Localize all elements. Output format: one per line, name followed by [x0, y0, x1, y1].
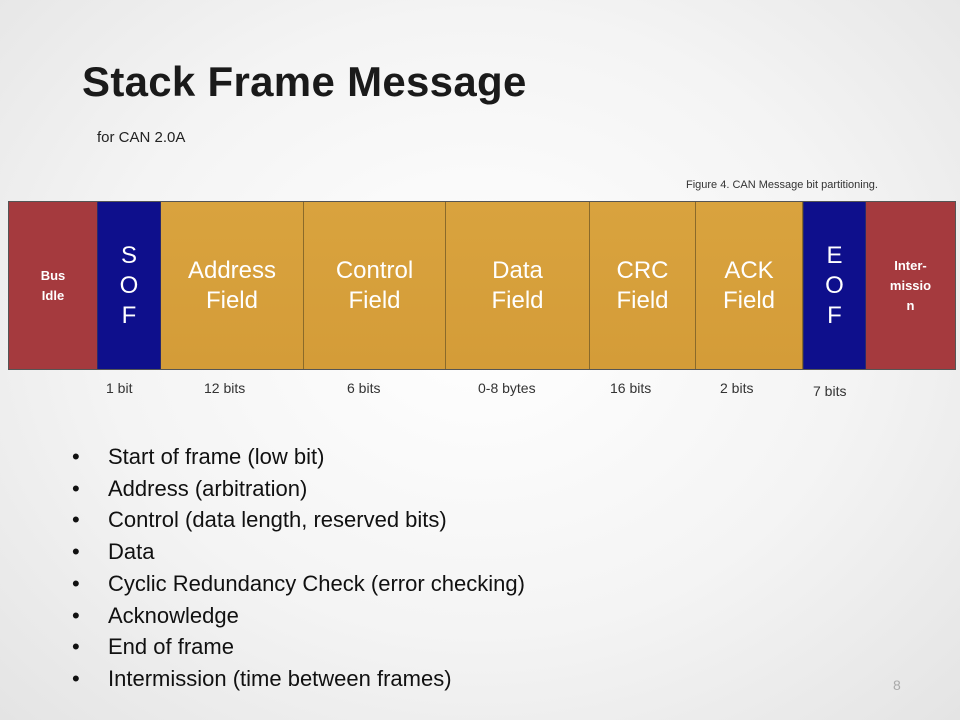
list-item: • Cyclic Redundancy Check (error checking… — [72, 568, 525, 600]
list-item-text: Acknowledge — [108, 602, 239, 628]
list-item: • Data — [72, 536, 525, 568]
figure-caption: Figure 4. CAN Message bit partitioning. — [686, 179, 878, 191]
bullet-list: • Start of frame (low bit) • Address (arbi… — [72, 441, 525, 695]
segment-label: E O F — [825, 241, 844, 329]
list-item: • Intermission (time between frames) — [72, 663, 525, 695]
bit-label-data: 0-8 bytes — [478, 380, 536, 396]
segment-crc-field: CRC Field — [590, 202, 696, 369]
bullet-icon: • — [72, 475, 80, 501]
segment-label: S O F — [119, 241, 139, 329]
segment-label: ACK Field — [722, 256, 776, 314]
segment-address-field: Address Field — [161, 202, 304, 369]
bullet-icon: • — [72, 444, 80, 469]
segment-eof: E O F — [803, 202, 866, 369]
list-item-text: Start of frame (low bit) — [108, 444, 325, 469]
segment-label: CRC Field — [616, 256, 669, 314]
bit-label-control: 6 bits — [347, 380, 381, 396]
segment-intermission: Inter- missio n — [866, 202, 955, 369]
list-item-text: Intermission (time between frames) — [108, 665, 452, 691]
page-title: Stack Frame Message — [82, 58, 527, 105]
bullet-icon: • — [72, 539, 80, 565]
segment-label: Data Field — [491, 256, 544, 314]
bullet-icon: • — [72, 634, 80, 660]
list-item: • Address (arbitration) — [72, 473, 525, 505]
bullet-icon: • — [72, 570, 80, 596]
can-frame-diagram: Bus Idle S O F Address Field Control Fie… — [8, 201, 956, 370]
list-item-text: Cyclic Redundancy Check (error checking) — [108, 570, 525, 596]
segment-data-field: Data Field — [446, 202, 590, 369]
page-number: 8 — [893, 677, 901, 693]
segment-ack-field: ACK Field — [696, 202, 803, 369]
list-item-text: Address (arbitration) — [108, 475, 308, 501]
bit-label-crc: 16 bits — [610, 380, 652, 396]
bit-label-sof: 1 bit — [106, 380, 133, 396]
list-item-text: Control (data length, reserved bits) — [108, 507, 447, 533]
subtitle: for CAN 2.0A — [97, 129, 186, 146]
segment-label: Inter- missio n — [889, 257, 932, 313]
bit-label-address: 12 bits — [204, 380, 246, 396]
segment-label: Control Field — [335, 256, 414, 314]
segment-label: Address Field — [187, 256, 277, 314]
list-item-text: Data — [108, 539, 155, 565]
bit-label-ack: 2 bits — [720, 380, 754, 396]
segment-bus-idle: Bus Idle — [9, 202, 97, 369]
list-item: • Control (data length, reserved bits) — [72, 504, 525, 536]
segment-sof: S O F — [97, 202, 161, 369]
bullet-icon: • — [72, 507, 80, 533]
list-item-text: End of frame — [108, 634, 234, 660]
segment-label: Bus Idle — [40, 267, 66, 303]
segment-control-field: Control Field — [304, 202, 446, 369]
bullet-icon: • — [72, 602, 80, 628]
bit-label-eof: 7 bits — [813, 383, 847, 399]
bullet-icon: • — [72, 665, 80, 691]
list-item: • Acknowledge — [72, 600, 525, 632]
list-item: • Start of frame (low bit) — [72, 441, 525, 473]
list-item: • End of frame — [72, 631, 525, 663]
